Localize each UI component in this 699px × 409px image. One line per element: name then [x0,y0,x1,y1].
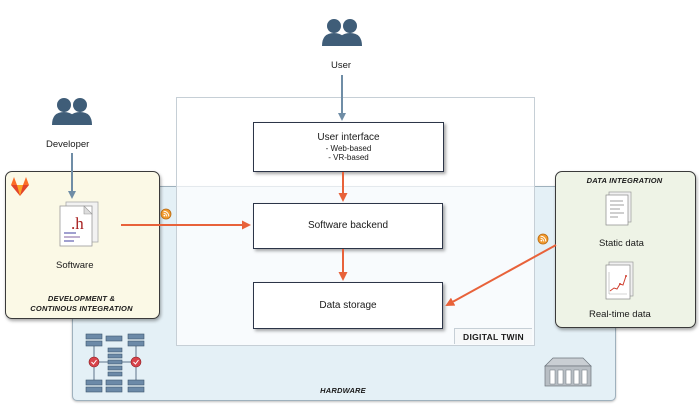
code-file-icon: .h [59,201,99,247]
document-icon [605,191,632,226]
server-rack-icon [85,333,145,393]
code-file-glyph: .h [71,214,84,233]
gitlab-icon [11,177,29,196]
dev-ci-title-line2: CONTINOUS INTEGRATION [30,304,133,313]
chart-document-icon [605,261,634,300]
real-time-data-label: Real-time data [589,309,651,320]
user-interface-item-vr: - VR-based [328,153,369,162]
user-interface-title: User interface [317,132,380,143]
dev-ci-title-line1: DEVELOPMENT & [47,294,116,303]
user-label: User [331,60,352,71]
rss-icon [160,208,172,220]
data-storage-box: Data storage [253,282,443,329]
digital-twin-label: DIGITAL TWIN [454,328,532,344]
cloud-hardware-icon [544,357,592,387]
dev-ci-title: DEVELOPMENT & CONTINOUS INTEGRATION [5,294,158,314]
rss-icon [537,233,549,245]
software-backend-box: Software backend [253,203,443,249]
data-integration-title: DATA INTEGRATION [586,176,663,185]
user-interface-box: User interface - Web-based - VR-based [253,122,444,172]
hardware-label: HARDWARE [320,386,366,395]
software-backend-label: Software backend [307,220,389,231]
user-interface-item-web: - Web-based [325,144,372,153]
developer-label: Developer [46,139,90,150]
static-data-label: Static data [599,238,644,249]
people-icon [52,98,92,125]
people-icon [322,19,362,46]
data-to-storage-arrow [445,244,557,306]
data-storage-label: Data storage [319,299,377,311]
software-label: Software [56,260,94,271]
